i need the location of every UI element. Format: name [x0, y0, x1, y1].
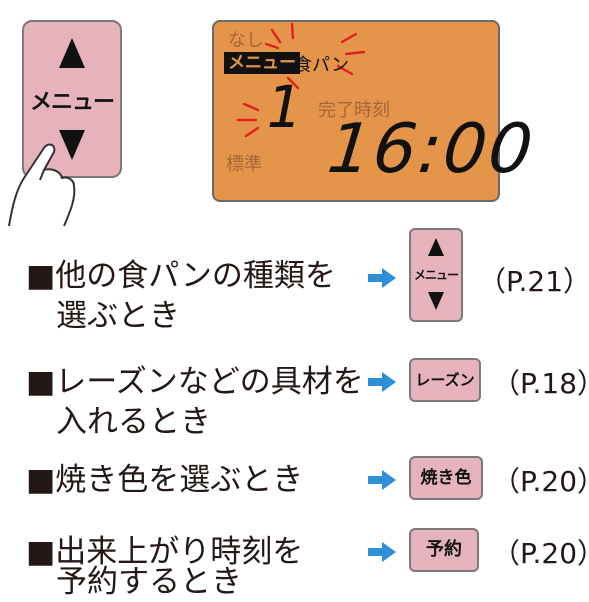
row-4-line2: 予約するとき — [56, 564, 242, 600]
menu-button-label: メニュー — [29, 90, 115, 115]
page-ref-1: （P.21） — [478, 265, 589, 298]
browning-button[interactable]: 焼き色 — [409, 456, 483, 500]
arrow-right-icon — [368, 372, 396, 392]
page-ref-3: （P.20） — [492, 465, 589, 498]
page-ref-2: （P.18） — [492, 367, 589, 400]
lcd-menu-tag: メニュー — [224, 52, 300, 74]
triangle-up-icon — [59, 38, 85, 68]
row-4-line1: ■出来上がり時刻を — [26, 534, 304, 570]
arrow-right-icon — [368, 470, 396, 490]
lcd-nashi: なし — [228, 30, 264, 51]
lcd-completion-label: 完了時刻 — [318, 100, 390, 121]
triangle-up-icon — [428, 238, 444, 256]
arrow-right-icon — [368, 268, 396, 288]
lcd-menu-number: 1 — [266, 73, 301, 141]
timer-button[interactable]: 予約 — [409, 528, 479, 572]
triangle-down-icon — [59, 130, 85, 160]
row-2-line2: 入れるとき — [56, 404, 211, 440]
triangle-down-icon — [428, 292, 444, 310]
lcd-bread: 食パン — [294, 55, 349, 76]
lcd-mode: 標準 — [226, 154, 262, 175]
raisin-button[interactable]: レーズン — [409, 358, 481, 402]
lcd-display: なし メニュー 食パン 1 完了時刻 標準 16:00 — [212, 20, 538, 202]
row-3-line1: ■焼き色を選ぶとき — [26, 462, 304, 498]
lcd-time: 16:00 — [323, 110, 539, 189]
menu-button-small-label: メニュー — [413, 268, 459, 282]
pointing-hand-icon — [8, 143, 76, 227]
menu-button-large[interactable]: メニュー — [22, 20, 122, 178]
row-1-line2: 選ぶとき — [56, 298, 180, 334]
page-ref-4: （P.20） — [492, 537, 589, 570]
arrow-right-icon — [368, 542, 396, 562]
row-1-line1: ■他の食パンの種類を — [26, 258, 336, 294]
row-2-line1: ■レーズンなどの具材を — [26, 364, 364, 400]
menu-button-small[interactable]: メニュー — [409, 228, 463, 322]
blink-sparks-icon — [236, 22, 366, 138]
